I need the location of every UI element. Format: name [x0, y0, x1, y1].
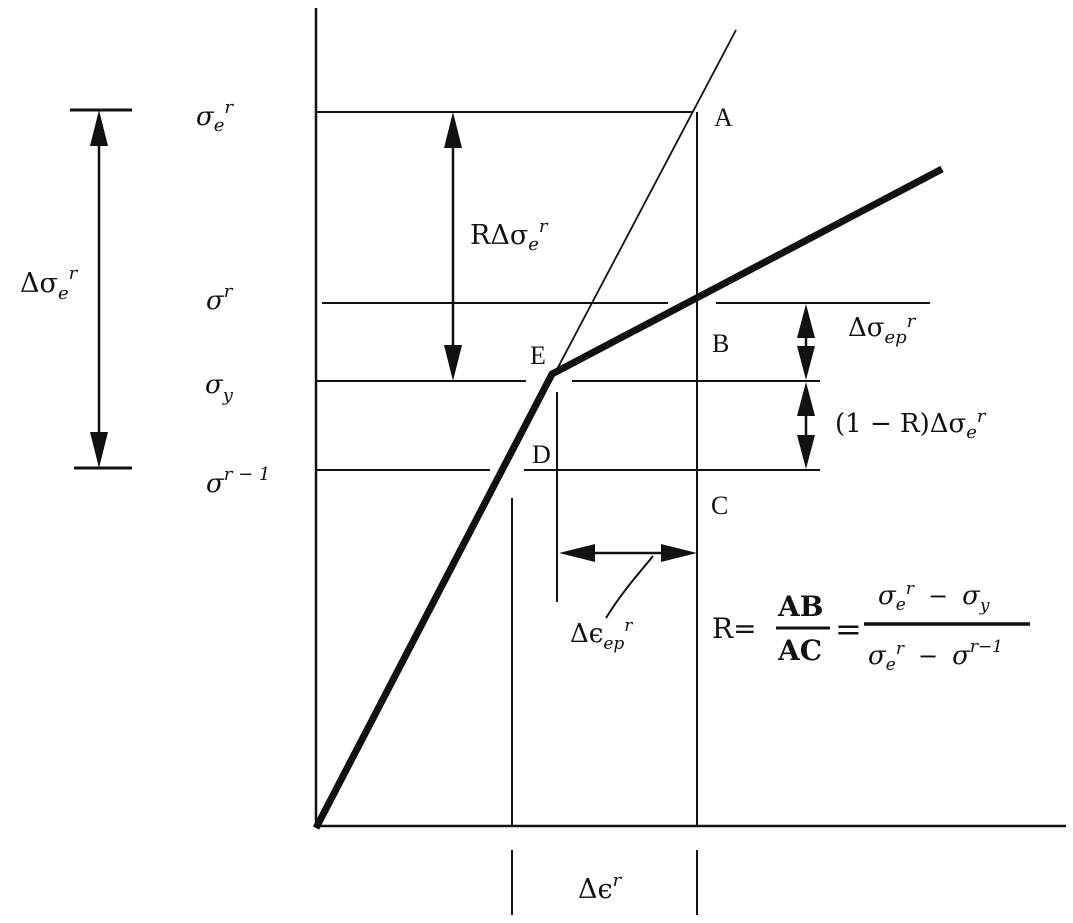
left-dimension-label: Δσer [20, 263, 79, 304]
formula-frac2-num: σer−σy [878, 579, 990, 616]
delta-eps-label: Δϵr [578, 870, 623, 905]
one-minus-r-arrowhead-down [797, 435, 815, 469]
delta-eps-ep-label: Δϵepr [570, 616, 633, 654]
one-minus-r-label: (1 − R)Δσer [835, 406, 987, 443]
delta-sigma-ep-label: Δσepr [848, 311, 917, 348]
right-arrows [797, 304, 815, 469]
delta-eps-ep-arrowhead-right [661, 544, 697, 562]
left-dim-arrowhead-down [90, 432, 108, 468]
axes [314, 8, 1066, 828]
delta-eps-ep-leader [605, 555, 654, 619]
formula-eq: = [835, 610, 862, 648]
formula-lhs: R= [712, 612, 757, 645]
delta-sigma-ep-arrowhead-down [797, 346, 815, 380]
sigma-y-label: σy [205, 370, 234, 406]
sigma-r-minus-1-label: σr − 1 [206, 464, 270, 499]
r-delta-arrowhead-down [444, 345, 462, 381]
left-dimension-arrow [70, 108, 132, 470]
r-delta-arrowhead-up [444, 112, 462, 148]
point-B-label: B [712, 329, 729, 358]
point-C-label: C [711, 491, 728, 520]
delta-eps-ep-arrow [559, 544, 697, 619]
vertical-lines [511, 112, 698, 915]
point-A-label: A [714, 103, 733, 132]
sigma-e-r-label: σer [196, 97, 234, 136]
formula-frac1-num: AB [777, 590, 823, 623]
r-delta-arrow [444, 112, 462, 381]
delta-eps-ep-arrowhead-left [559, 544, 595, 562]
formula-frac1-den: AC [777, 634, 822, 667]
r-formula: R= AB AC = σer−σy σer−σr−1 [712, 579, 1030, 675]
delta-sigma-ep-arrowhead-up [797, 304, 815, 338]
elastic-plastic-curve [312, 165, 944, 830]
formula-frac2-den: σer−σr−1 [868, 637, 1003, 675]
left-dim-arrowhead-up [90, 110, 108, 146]
one-minus-r-arrowhead-up [797, 382, 815, 416]
r-delta-label: RΔσer [470, 216, 549, 255]
horizontal-lines [316, 111, 930, 471]
sigma-r-label: σr [206, 281, 234, 316]
point-D-label: D [532, 440, 551, 469]
point-E-label: E [530, 341, 546, 370]
